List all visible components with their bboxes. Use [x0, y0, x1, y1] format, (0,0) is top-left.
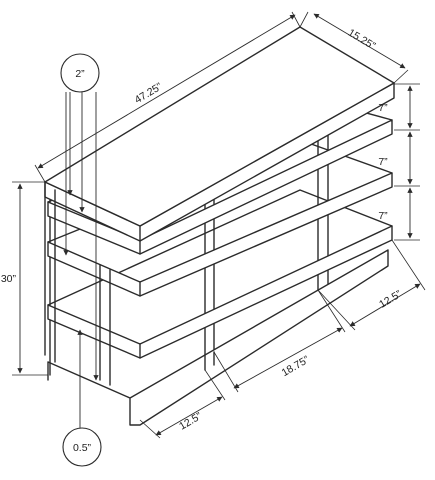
- depth-extension: [299, 11, 409, 84]
- side-depth-dimension: [349, 283, 421, 327]
- gap-2-label: 7”: [378, 156, 388, 168]
- side-depth-extension: [317, 239, 426, 331]
- dimension-lines: [12, 11, 426, 439]
- front-upright-left: [99, 264, 111, 386]
- base-thickness-label: 0.5”: [73, 442, 92, 454]
- height-label: 30”: [1, 273, 17, 285]
- height-extension: [12, 181, 48, 376]
- base-plinth: [47, 249, 389, 426]
- side-depth-label: 12.5”: [377, 288, 404, 311]
- width-extension: [34, 11, 301, 183]
- gap-extensions: [394, 83, 420, 241]
- front-depth-label: 12.5”: [177, 410, 204, 433]
- gap-1-label: 7”: [378, 102, 388, 114]
- bottom-shelf-top: [47, 189, 393, 306]
- top-thickness-bubble: [60, 53, 100, 93]
- depth-dimension-line: [313, 13, 406, 69]
- top-thickness-label: 2”: [75, 68, 85, 80]
- base-thickness-bubble: [62, 427, 102, 467]
- inner-width-dimension: [233, 327, 343, 389]
- width-dimension-line: [37, 14, 296, 169]
- left-side-panel: [44, 181, 56, 363]
- front-depth-dimension: [155, 396, 223, 436]
- gap-3-label: 7”: [378, 210, 388, 222]
- front-upright-middle: [204, 351, 215, 371]
- shelf-unit: [44, 26, 395, 426]
- inner-width-label: 18.75”: [280, 354, 312, 380]
- depth-label: 15.25”: [346, 27, 378, 53]
